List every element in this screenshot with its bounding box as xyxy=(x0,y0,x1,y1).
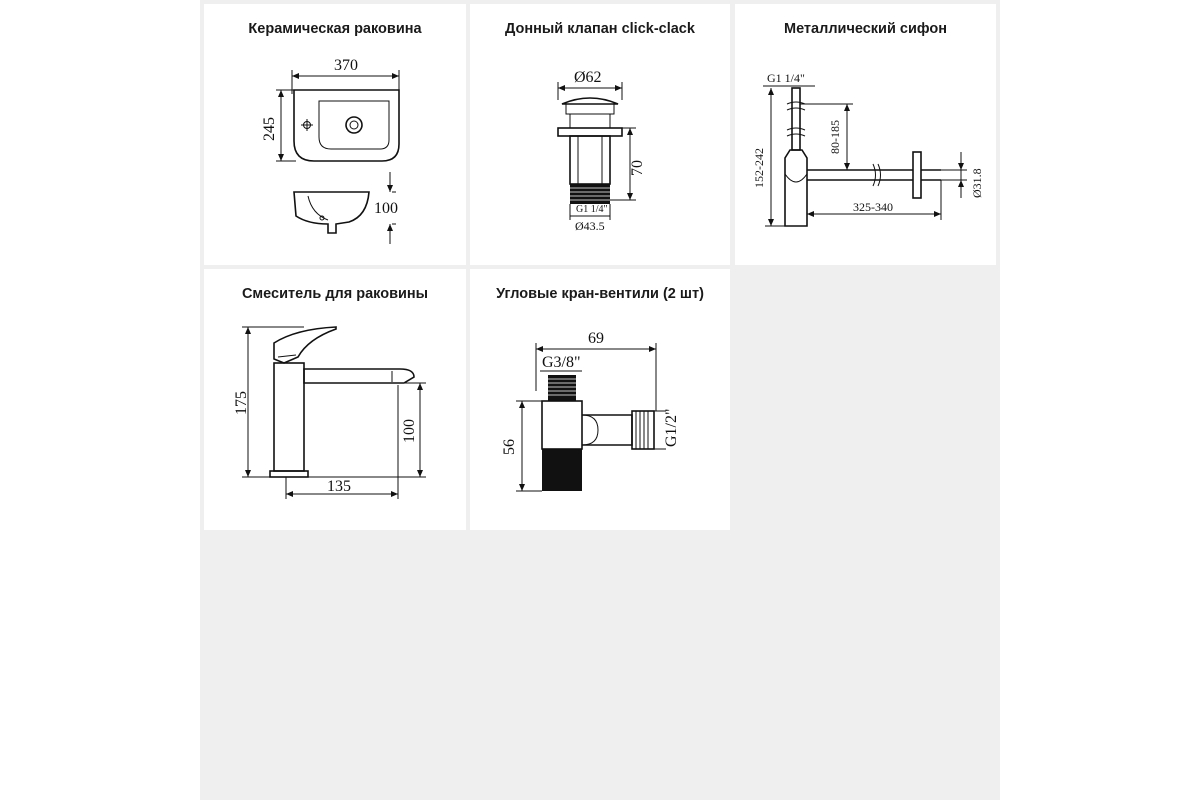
dim-height: 175 xyxy=(233,391,250,415)
card-ceramic-sink: Керамическая раковина 370 245 xyxy=(204,4,466,265)
drain-drawing: Ø62 70 G1 1/4 xyxy=(557,69,646,233)
siphon-drawing: G1 1/4" 152-242 xyxy=(752,71,984,227)
card-metal-siphon: Металлический сифон G1 1/4" 152-242 xyxy=(735,4,996,265)
diagram-sheet: Керамическая раковина 370 245 xyxy=(200,0,1000,800)
dim-height: 100 xyxy=(374,200,398,217)
dim-thread: G1 1/4" xyxy=(576,204,608,215)
angle-valve-drawing: 69 G3/8" G1/2" xyxy=(501,330,680,492)
card-title: Керамическая раковина xyxy=(248,21,422,37)
dim-inlet-thread: G3/8" xyxy=(542,354,581,371)
dim-height: 70 xyxy=(629,160,646,176)
dim-spout-reach: 135 xyxy=(327,478,351,495)
dim-height: 56 xyxy=(501,439,518,455)
card-angle-valves: Угловые кран-вентили (2 шт) 69 G3/8" xyxy=(470,269,730,530)
sink-drawing: 370 245 100 xyxy=(261,57,400,244)
dim-height-range: 152-242 xyxy=(752,148,766,188)
card-sink-faucet: Смеситель для раковины 175 10 xyxy=(204,269,466,530)
dim-top-diameter: Ø62 xyxy=(574,69,602,86)
dim-outlet-thread: G1/2" xyxy=(663,408,680,447)
card-title: Металлический сифон xyxy=(783,21,947,37)
card-title: Донный клапан click-clack xyxy=(505,21,695,37)
dim-length: 69 xyxy=(588,330,604,347)
dim-depth: 245 xyxy=(261,117,278,141)
dim-length-range: 325-340 xyxy=(853,200,893,214)
dim-outlet-diameter: Ø31.8 xyxy=(970,168,984,198)
dim-thread: G1 1/4" xyxy=(767,71,805,85)
dim-width: 370 xyxy=(334,57,358,74)
dim-spout-height: 100 xyxy=(401,419,418,443)
dim-bottom-diameter: Ø43.5 xyxy=(575,219,605,233)
card-click-clack-drain: Донный клапан click-clack Ø62 xyxy=(470,4,730,265)
card-title: Угловые кран-вентили (2 шт) xyxy=(496,286,704,302)
dim-drop-range: 80-185 xyxy=(828,120,842,154)
faucet-drawing: 175 100 135 xyxy=(233,326,426,499)
card-title: Смеситель для раковины xyxy=(241,286,429,302)
